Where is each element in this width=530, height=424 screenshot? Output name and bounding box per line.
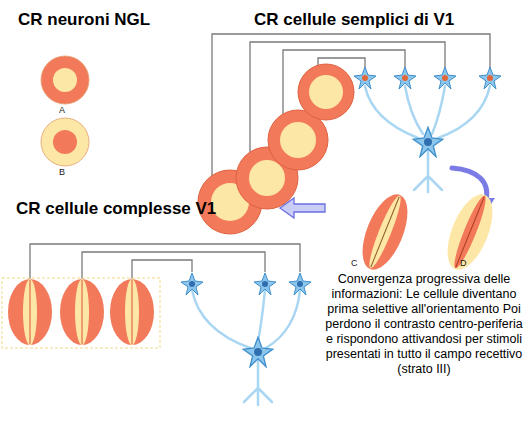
oval-stripe <box>365 194 405 271</box>
small-neuron <box>434 67 456 89</box>
field-letter: C <box>351 258 358 268</box>
dendrites-complex <box>192 290 300 405</box>
field-letter: D <box>460 258 467 268</box>
small-neuron <box>181 273 203 295</box>
dendrite <box>365 86 418 138</box>
oval-field <box>438 190 501 276</box>
oval-field <box>353 190 416 276</box>
receptive-field: D <box>430 190 510 276</box>
field-center <box>249 160 285 196</box>
oval-field <box>8 279 52 345</box>
receptive-field: B <box>40 117 90 183</box>
stripe-line <box>371 197 399 267</box>
field-letter: A <box>59 105 65 115</box>
stripe-line <box>82 280 83 344</box>
field-center <box>309 75 343 109</box>
dendrite <box>432 86 445 134</box>
section-heading: CR cellule semplici di V1 <box>254 10 530 30</box>
oval-stripe <box>75 279 89 345</box>
field-center <box>53 130 77 154</box>
field-surround <box>298 64 354 120</box>
wire <box>30 244 300 280</box>
axon <box>414 148 442 192</box>
wires-complex <box>30 244 300 280</box>
oval-field <box>110 279 154 345</box>
field-boundary <box>2 278 160 348</box>
dendrite <box>192 290 250 348</box>
oval-stripe <box>23 279 37 345</box>
field-shape <box>430 190 510 276</box>
dendrites-simple <box>365 86 490 192</box>
field-letter: B <box>59 167 65 177</box>
wire <box>132 260 192 280</box>
oval-stripe <box>450 194 490 271</box>
small-neuron <box>479 67 501 89</box>
dendrite <box>438 86 490 138</box>
small-neuron <box>394 67 416 89</box>
stripe-line <box>30 280 31 344</box>
oval-stripe <box>125 279 139 345</box>
complex-fields <box>8 279 154 345</box>
field-surround <box>41 56 89 104</box>
oval-field <box>60 279 104 345</box>
dendrite <box>266 290 300 348</box>
small-neuron <box>254 273 276 295</box>
stripe-line <box>132 280 133 344</box>
section-heading: CR neuroni NGL <box>18 10 238 30</box>
dendrite <box>405 86 423 134</box>
large-neuron <box>243 337 272 366</box>
stripe-line <box>456 197 484 267</box>
small-neuron <box>354 67 376 89</box>
left-arrow <box>280 198 325 218</box>
field-center <box>280 122 316 158</box>
field-surround <box>41 118 89 166</box>
section-heading: CR cellule complesse V1 <box>16 199 276 219</box>
wire <box>82 252 265 280</box>
small-neuron <box>289 273 311 295</box>
large-neuron <box>413 127 442 156</box>
explanatory-note: Convergenza progressiva delle informazio… <box>324 272 524 377</box>
dendrite <box>258 290 265 342</box>
receptive-field: A <box>40 55 90 121</box>
field-center <box>53 68 77 92</box>
lgn-field-row <box>198 64 354 234</box>
oriented-field <box>438 190 501 276</box>
axon <box>244 360 272 405</box>
oriented-field <box>353 190 416 276</box>
receptive-field: C <box>345 190 425 276</box>
